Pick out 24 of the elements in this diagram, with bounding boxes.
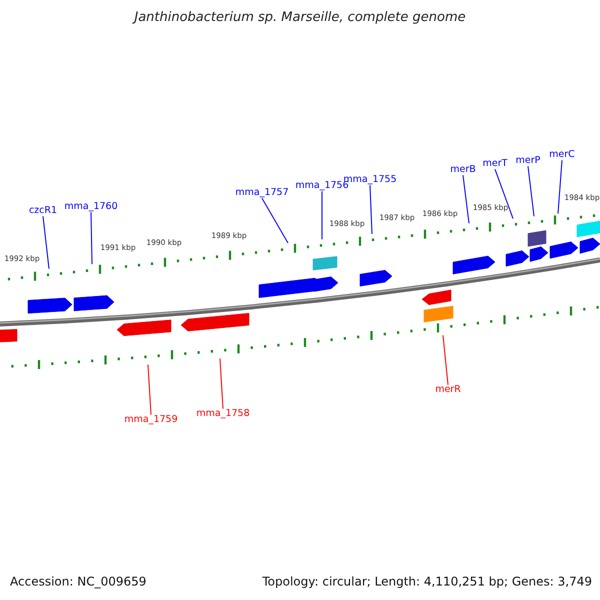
leader-line bbox=[494, 168, 514, 220]
leader-line bbox=[462, 174, 470, 224]
gene-label: mma_1759 bbox=[124, 414, 178, 426]
genome-summary-text: Topology: circular; Length: 4,110,251 bp; Genes: 3,749 bbox=[262, 575, 592, 589]
gene-label: mma_1757 bbox=[235, 188, 289, 198]
leader-line bbox=[528, 166, 534, 217]
leader-line bbox=[220, 358, 224, 410]
leader-line bbox=[90, 212, 92, 265]
gene-label: mma_1758 bbox=[196, 408, 250, 420]
leader-line bbox=[442, 334, 448, 386]
gene-label: merB bbox=[450, 164, 476, 176]
leader-line bbox=[42, 216, 50, 270]
accession-text: Accession: NC_009659 bbox=[10, 575, 146, 589]
gene-label: merT bbox=[482, 158, 508, 170]
gene-label: merR bbox=[435, 384, 461, 396]
gene-label: czcR1 bbox=[28, 206, 58, 216]
leader-line bbox=[148, 364, 152, 416]
leader-line bbox=[262, 198, 288, 244]
gene-label: merP bbox=[516, 156, 540, 166]
gene-label: mma_1760 bbox=[64, 202, 118, 212]
gene-label: merC bbox=[549, 150, 575, 160]
page-title: Janthinobacterium sp. Marseille, complete genome bbox=[134, 10, 466, 26]
leader-line bbox=[558, 160, 562, 214]
leader-line bbox=[370, 184, 372, 234]
